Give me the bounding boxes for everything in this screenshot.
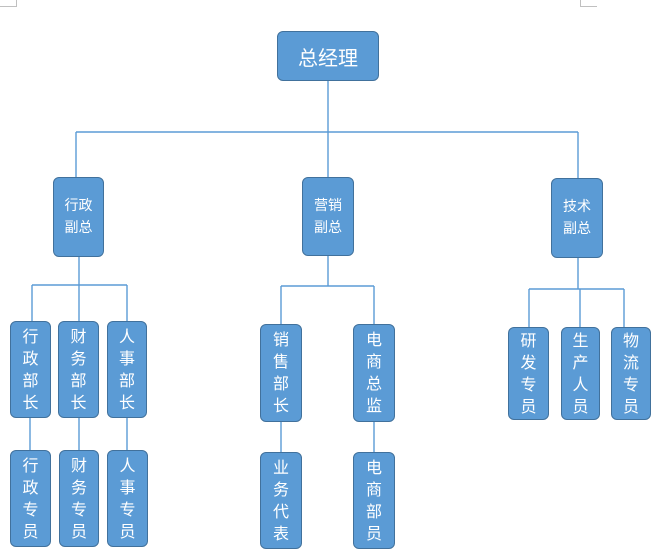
node-hr-head-label: 人 事 部 长	[118, 326, 135, 412]
node-logistics-staff-label: 物 流 专 员	[622, 330, 639, 416]
node-finance-staff-label: 财 务 专 员	[70, 455, 87, 541]
node-ecom-director-label: 电 商 总 监	[365, 330, 382, 415]
node-tech-vp: 技术 副总	[551, 178, 603, 258]
node-logistics-staff: 物 流 专 员	[611, 327, 651, 420]
node-rd-staff: 研 发 专 员	[508, 327, 549, 420]
node-tech-vp-label: 技术 副总	[563, 199, 591, 237]
node-admin-vp-label: 行政 副总	[64, 198, 93, 236]
node-sales-head: 销 售 部 长	[260, 324, 302, 422]
node-hr-head: 人 事 部 长	[107, 321, 147, 418]
crop-mark-top-left	[0, 0, 17, 7]
node-sales-rep-label: 业 务 代 表	[272, 457, 289, 543]
node-sales-vp-label: 营销 副总	[314, 197, 342, 236]
node-production-staff-label: 生 产 人 员	[572, 330, 589, 416]
node-admin-staff-label: 行 政 专 员	[22, 455, 39, 541]
node-admin-head: 行 政 部 长	[10, 321, 51, 418]
node-finance-head: 财 务 部 长	[58, 321, 99, 418]
node-ecom-director: 电 商 总 监	[353, 324, 395, 422]
node-sales-head-label: 销 售 部 长	[272, 330, 289, 415]
node-sales-vp: 营销 副总	[302, 177, 354, 256]
node-admin-staff: 行 政 专 员	[10, 450, 51, 547]
node-admin-vp: 行政 副总	[53, 177, 104, 257]
node-general-manager: 总经理	[277, 31, 379, 81]
node-finance-staff: 财 务 专 员	[59, 450, 99, 547]
node-hr-staff-label: 人 事 专 员	[119, 455, 136, 541]
node-sales-rep: 业 务 代 表	[260, 452, 302, 549]
node-hr-staff: 人 事 专 员	[107, 450, 148, 547]
node-ecom-staff-label: 电 商 部 员	[365, 457, 382, 543]
node-ecom-staff: 电 商 部 员	[353, 452, 395, 549]
node-rd-staff-label: 研 发 专 员	[520, 330, 537, 416]
node-production-staff: 生 产 人 员	[561, 327, 600, 420]
node-general-manager-label: 总经理	[298, 45, 358, 70]
node-finance-head-label: 财 务 部 长	[70, 326, 87, 412]
crop-mark-top-right	[580, 0, 597, 7]
node-admin-head-label: 行 政 部 长	[22, 326, 39, 412]
